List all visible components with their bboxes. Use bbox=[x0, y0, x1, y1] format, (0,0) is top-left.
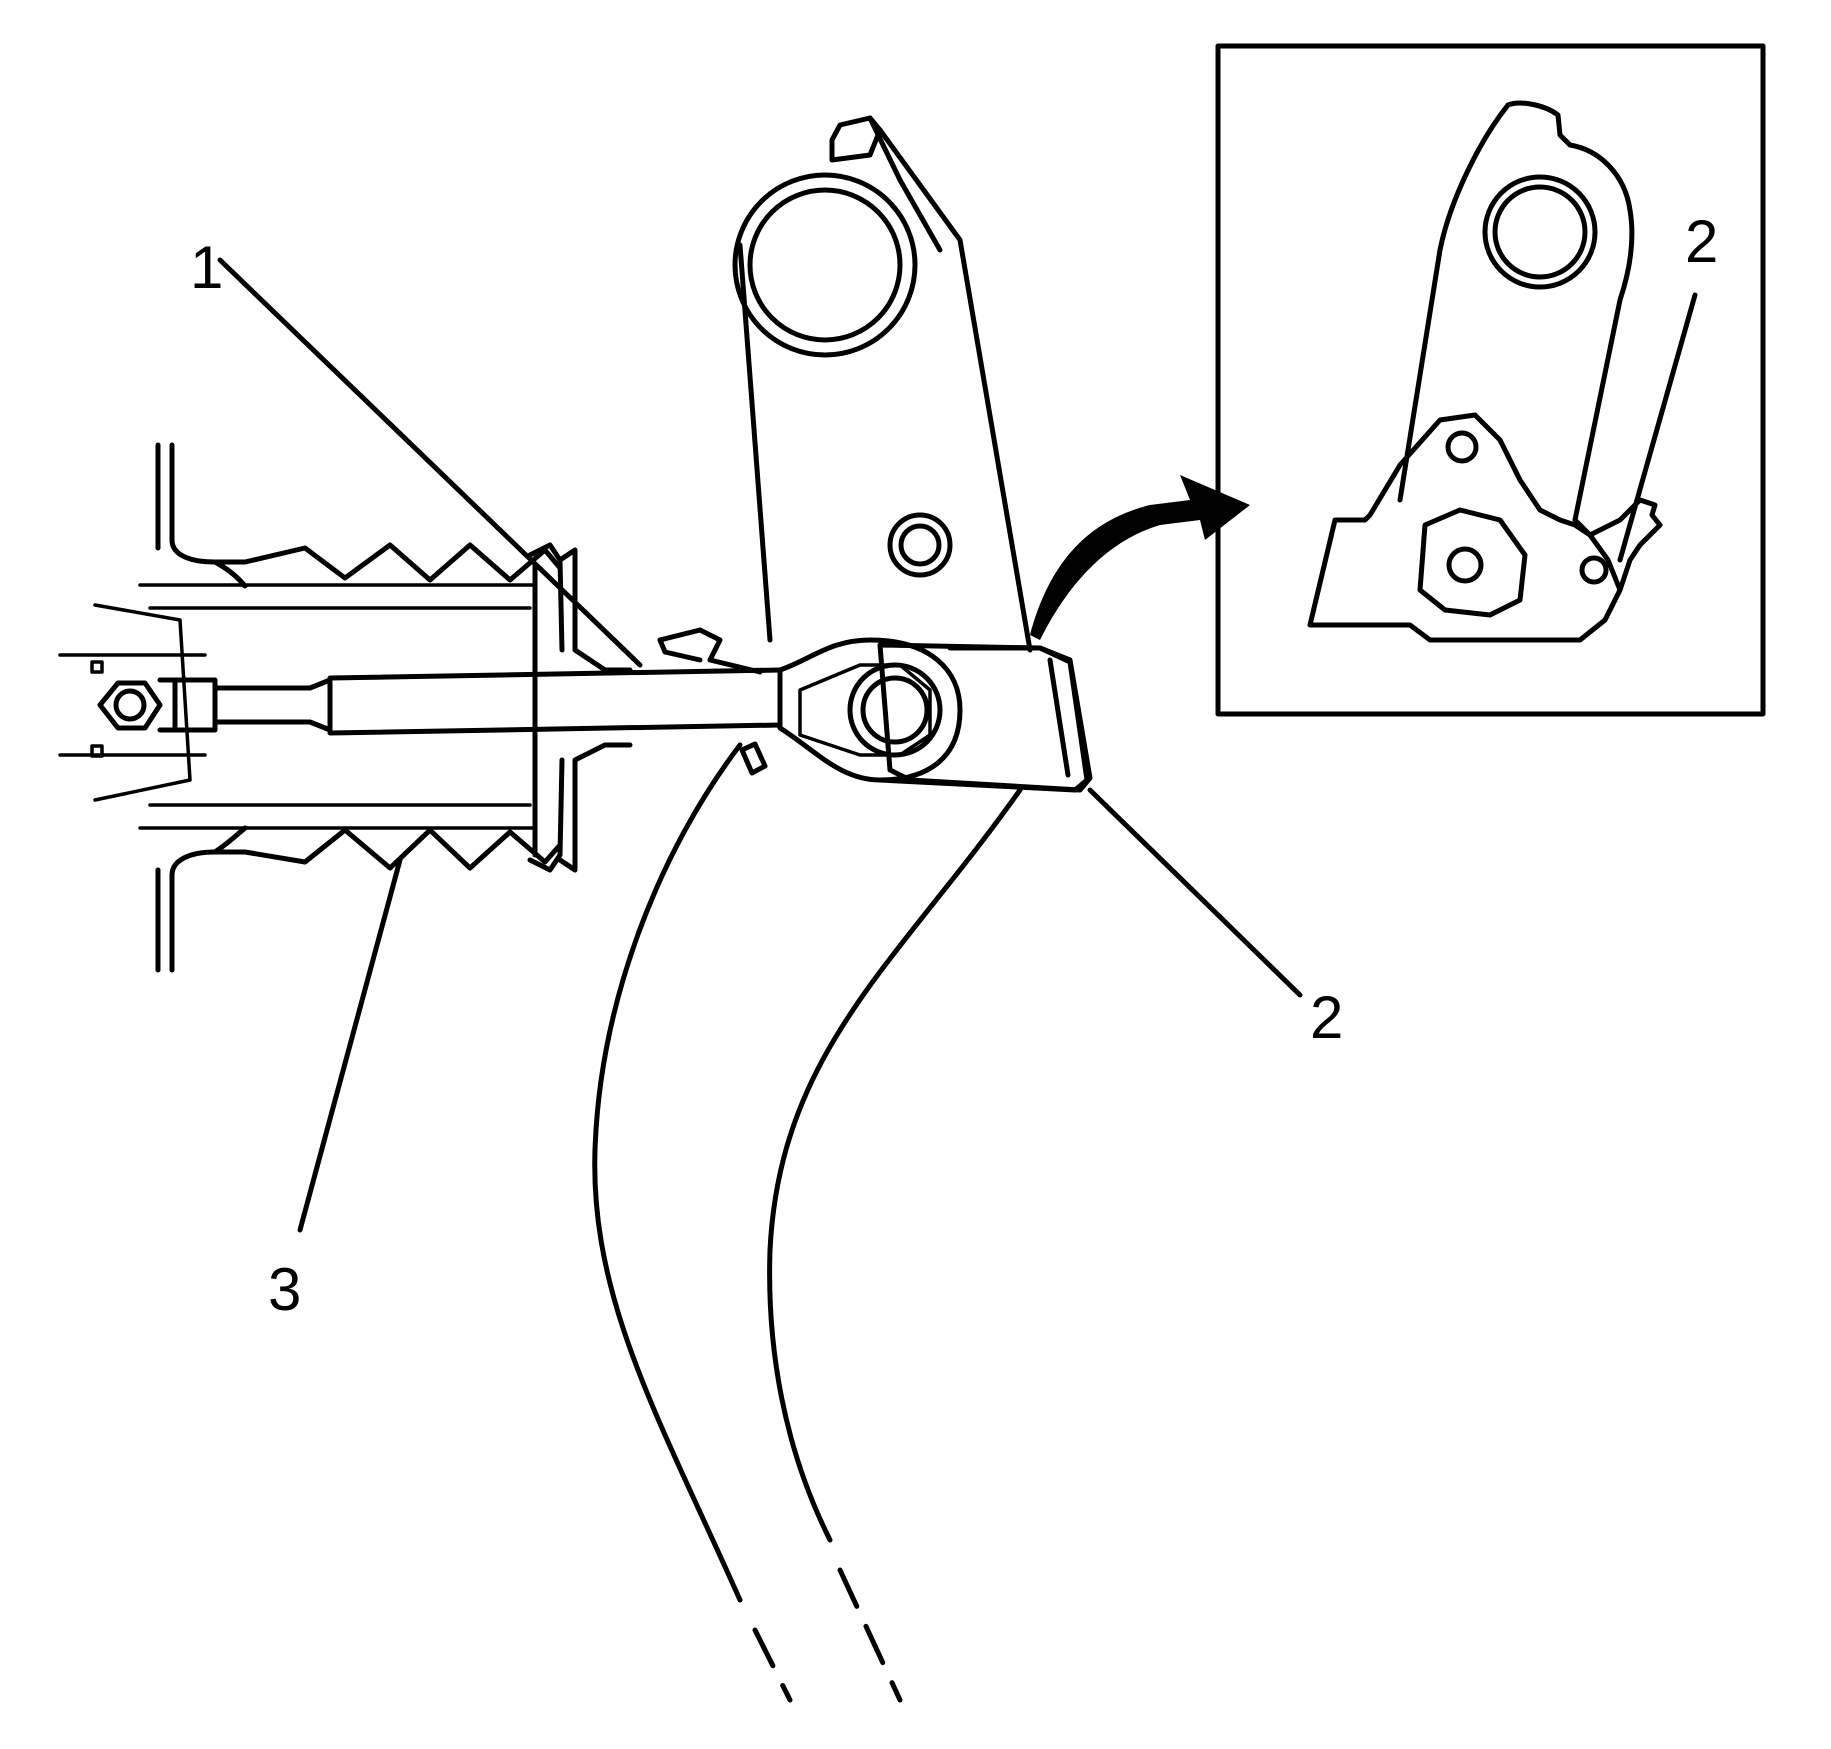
switch-bracket bbox=[877, 642, 1093, 793]
callout-3: 3 bbox=[268, 1256, 301, 1323]
inset-callout-2: 2 bbox=[1685, 208, 1718, 275]
leader-lines bbox=[217, 257, 1303, 1233]
leader-1 bbox=[217, 257, 643, 668]
rod-end-eye bbox=[777, 637, 963, 783]
pedal-arm-lower bbox=[592, 741, 1023, 1703]
curved-arrow bbox=[1030, 475, 1250, 640]
callout-2: 2 bbox=[1310, 984, 1343, 1051]
detail-inset bbox=[1215, 43, 1766, 717]
pushrod bbox=[327, 627, 783, 736]
callout-1: 1 bbox=[190, 234, 223, 301]
booster-mount bbox=[138, 442, 633, 973]
clevis-end bbox=[58, 603, 333, 802]
leader-2 bbox=[1087, 787, 1303, 998]
pedal-arm bbox=[732, 115, 1033, 653]
leader-3 bbox=[297, 857, 403, 1233]
